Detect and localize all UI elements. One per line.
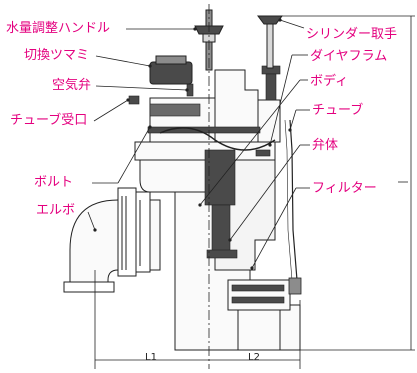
label-tube: チューブ: [312, 103, 364, 118]
dimension-l1: L1: [145, 352, 157, 363]
dimension-l2: L2: [248, 352, 260, 363]
label-switch-knob: 切換ツマミ: [24, 48, 90, 63]
label-tube-port: チューブ受口: [10, 113, 88, 128]
switch-knob-shape: [149, 55, 193, 85]
cylinder-handle-shape: [257, 15, 283, 69]
label-body: ボディ: [310, 74, 349, 89]
label-diaphragm: ダイヤフラム: [310, 49, 388, 64]
diaphragm-shape: [159, 127, 276, 151]
label-flow-adjust-handle: 水量調整ハンドル: [6, 21, 111, 36]
internal-dark-parts: [128, 65, 285, 304]
label-filter: フィルター: [312, 181, 377, 196]
label-bolt: ボルト: [34, 175, 74, 190]
elbow-shape: [63, 187, 161, 293]
label-air-valve: 空気弁: [52, 78, 92, 93]
label-elbow: エルボ: [36, 203, 76, 218]
leader-dots: [93, 18, 292, 270]
label-valve-body: 弁体: [312, 138, 339, 153]
dimension-lines: [94, 4, 415, 369]
leader-lines: [87, 19, 310, 269]
label-cylinder-handle: シリンダー取手: [306, 27, 398, 42]
tube-shape: [289, 119, 298, 281]
